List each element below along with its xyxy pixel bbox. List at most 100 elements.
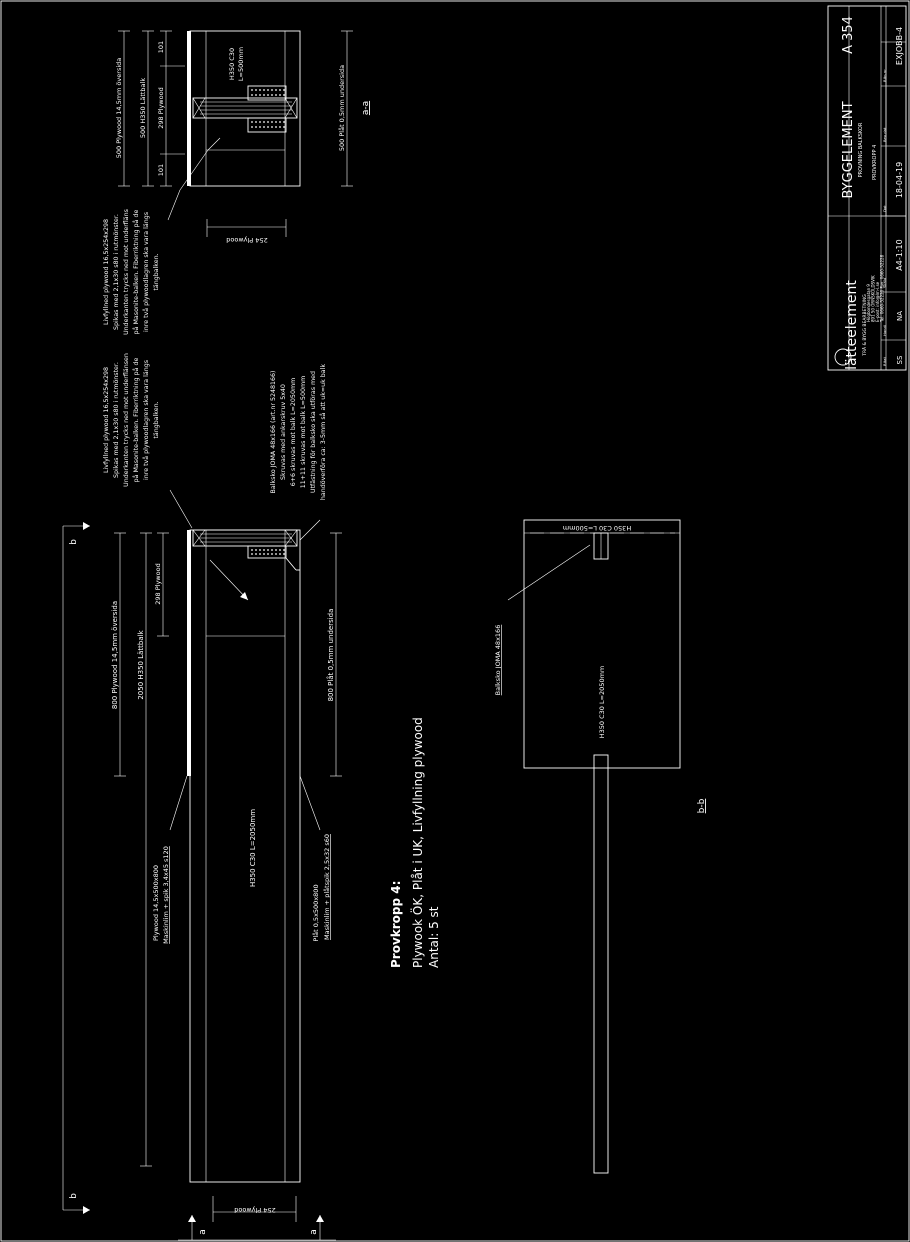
note-hanger-2: 6+6 skruvas mot balk L=2050mm [290,378,297,486]
fastener-dot [255,553,257,555]
tb-ritnr: EXJOBB-4 [895,27,904,65]
note-hanger-1: Skruvas med ankarskruv 5x40 [280,384,287,480]
fastener-dot [271,549,273,551]
fastener-dot [279,121,281,123]
fastener-dot [251,89,253,91]
specimen-line2: Antal: 5 st [427,906,441,968]
title-block [827,5,907,371]
fastener-dot [259,126,261,128]
note-infill-2: Underkanten trycks ned mot underflänsen [123,353,130,487]
section-aa-hanger-top [247,85,287,101]
main-beam-view [169,489,321,1183]
infill-plywood [192,529,298,547]
aa-dim-101b: 101 [157,41,165,53]
bb-title: b-b [697,798,707,813]
top-plywood-strip [187,530,191,776]
dim-beam-length: 2050 H350 Lättbalk [137,629,145,699]
aa-beam-label-1: L=500mm [237,47,245,81]
fastener-dot [275,89,277,91]
fastener-dot [275,121,277,123]
section-bb-beam [593,754,609,1174]
tb-ritnr-label: Ritn.nr [882,69,887,82]
dim-top-plywood: 800 Plywood 14,5mm översida [111,601,119,709]
fastener-dot [279,94,281,96]
fastener-dot [275,94,277,96]
fastener-dot [271,94,273,96]
fastener-dot [267,553,269,555]
bb-hanger-label: Balksko JOMA 48x166 [494,625,502,696]
fastener-dot [279,89,281,91]
beam-label: H350 C30 L=2050mm [249,809,257,887]
section-mark-a-left: a [198,1229,208,1235]
fastener-dot [275,126,277,128]
tb-ritat-label: Ritat [882,356,887,366]
beam-outline [189,529,301,1183]
aa-dim-bottom: 500 Plåt 0,5mm undersida [337,65,346,151]
note-hanger-5: handöverföra ca: 3-5mm så att uk=uk balk [318,364,327,500]
fastener-dot [255,94,257,96]
fastener-dot [279,549,281,551]
fastener-dot [263,549,265,551]
hanger-bracket [247,545,287,559]
aa-dim-top: 500 Plywood 14,5mm översida [115,58,123,159]
tb-address-0: Högbondesgatan 9 [866,284,871,322]
fastener-dot [251,553,253,555]
fastener-dot [263,89,265,91]
tb-drawing-title: PROVKROPP 4 [872,145,878,180]
note-plate-1: Maskinlim + plåtspik 2,5x32 s60 [322,834,331,940]
fastener-dot [263,553,265,555]
note-hanger-0: Balksko JOMA 48x166 (art.nr 5248166) [270,371,277,494]
fastener-dot [255,126,257,128]
fastener-dot [271,126,273,128]
fastener-dot [271,121,273,123]
fastener-dot [283,89,285,91]
dim-bottom-plate: 800 Plåt 0,5mm undersida [326,609,335,702]
tb-company: lätteelement [844,280,860,370]
note-plywood-1: Maskinlim + spik 3,4x45 s120 [162,846,170,944]
tb-project: BYGGELEMENT [841,101,856,198]
fastener-dot [283,94,285,96]
aa-note-0: Livfyllned plywood 16,5x254x298 [103,219,110,325]
fastener-dot [263,121,265,123]
aa-beam-label-0: H350 C30 [228,48,236,80]
aa-dim-101a: 101 [157,164,165,176]
tb-subject: PROVNING BALKSKOR [858,122,864,177]
fastener-dot [251,126,253,128]
fastener-dot [263,126,265,128]
section-bb-outline [523,519,681,769]
tb-skala-label: Skala [882,278,887,288]
tb-datum: 18-04-19 [895,162,904,198]
fastener-dot [283,549,285,551]
fastener-dot [283,121,285,123]
note-hanger-3: 11+11 skruvas mot balk L=500mm [300,376,307,488]
section-mark-b-top: b [69,539,79,545]
fastener-dot [279,553,281,555]
fastener-dot [255,89,257,91]
aa-dim-infill: 298 Plywood [157,87,165,128]
aa-note-3: på Masonite-balken. Fiberriktning på de [131,210,140,335]
fastener-dot [279,126,281,128]
aa-dim-width: 254 Plywood [226,236,267,244]
note-plate-0: Plåt 0,5x500x800 [311,884,320,941]
fastener-dot [251,94,253,96]
fastener-dot [251,121,253,123]
section-aa-outline [189,30,301,187]
tb-drawing-id: A 354 [841,16,856,54]
fastener-dot [275,553,277,555]
note-infill-1: Spikas med 2,1x30 s80 i rutmönster. [113,362,120,478]
note-hanger-4: Utfästning för balksko ska utföras med [310,371,317,493]
aa-note-2: Underkanten trycks ned mot underfläns [123,209,130,335]
tb-rev-label: Rev dat [882,127,887,142]
section-aa-view [160,30,301,221]
fastener-dot [255,549,257,551]
fastener-dot [283,126,285,128]
specimen-title: Provkropp 4: [389,881,403,968]
fastener-dot [255,121,257,123]
bb-top-label: H350 C30 L=500mm [563,524,631,532]
fastener-dot [267,549,269,551]
aa-note-4: inre två plywoodlagren ska vara längs [141,212,150,332]
fastener-dot [267,126,269,128]
note-plywood-0: Plywood 14,5x500x800 [152,865,160,941]
tb-handl: NA [896,311,904,321]
